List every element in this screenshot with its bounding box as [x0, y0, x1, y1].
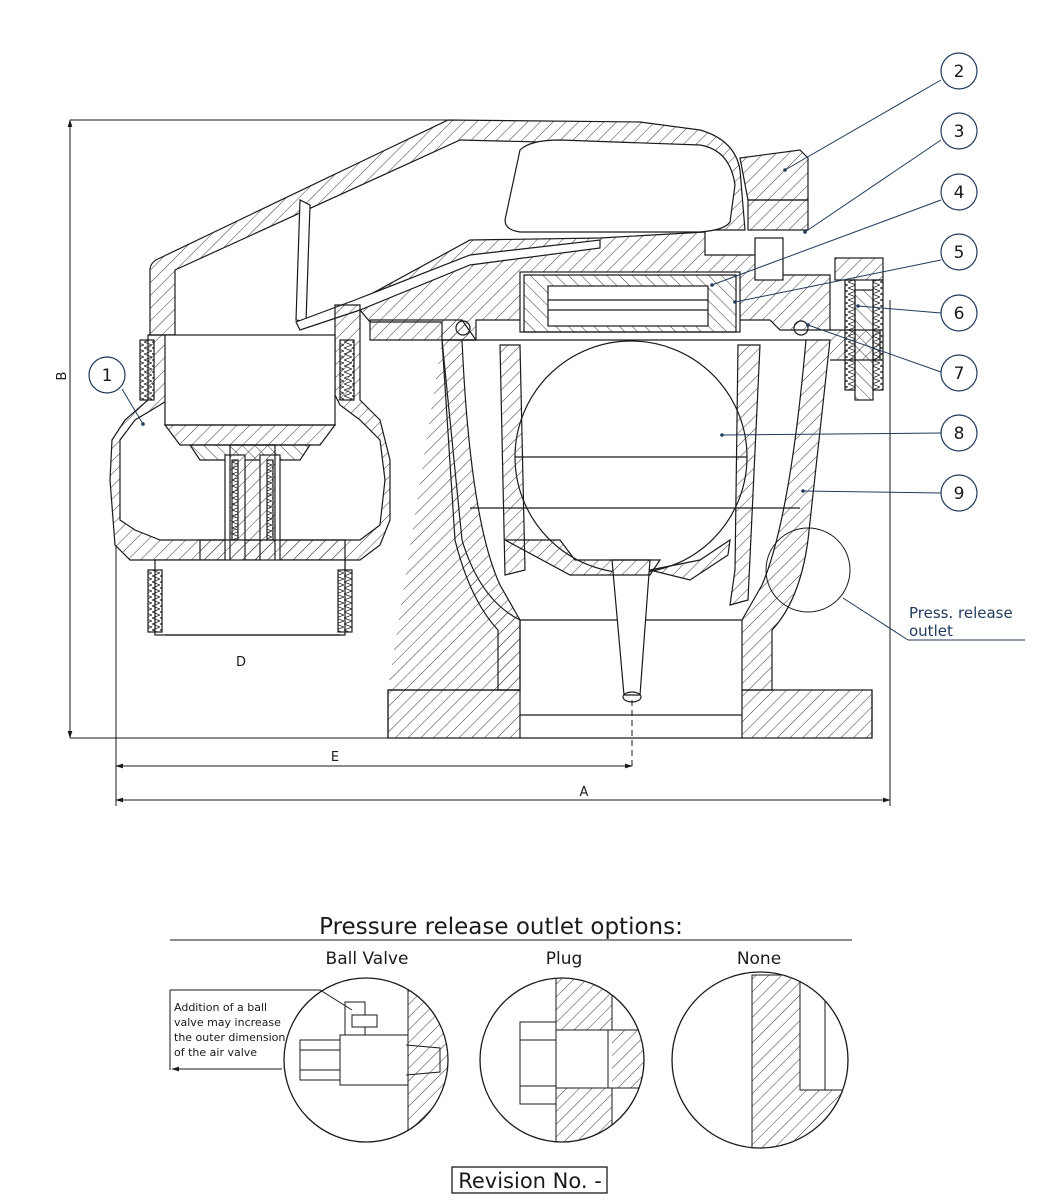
dimension-label-e: E: [331, 750, 339, 765]
ball-valve-note-line2: valve may increase: [174, 1016, 281, 1029]
cover-bolt: [834, 257, 884, 401]
balloon-2: 2: [940, 52, 978, 90]
balloon-8: 8: [940, 414, 978, 452]
balloon-leaders: [121, 79, 1025, 641]
leader-dots: [141, 168, 860, 493]
outlet-note-line1: Press. release: [909, 604, 1013, 622]
outlet-note-line2: outlet: [909, 622, 953, 640]
dimension-label-a: A: [580, 785, 589, 800]
revision-label: Revision No. -: [458, 1169, 602, 1193]
balloon-6-label: 6: [954, 304, 965, 324]
bleed-valve-assembly: [109, 304, 391, 636]
balloon-3-label: 3: [954, 122, 965, 142]
revision-box: [451, 1166, 608, 1194]
options-title: Pressure release outlet options:: [319, 914, 683, 940]
balloon-5: 5: [940, 233, 978, 271]
balloon-2-label: 2: [954, 62, 965, 82]
balloon-6: 6: [940, 294, 978, 332]
balloon-8-label: 8: [954, 424, 965, 444]
balloon-7: 7: [940, 354, 978, 392]
air-valve-section-view: [109, 119, 884, 739]
balloon-1: 1: [88, 356, 126, 394]
balloon-4-label: 4: [954, 183, 965, 203]
ball-cage: [462, 339, 806, 606]
balloon-5-label: 5: [954, 243, 965, 263]
ball-valve-detail: Addition of a ball valve may increase th…: [169, 977, 449, 1143]
balloon-7-label: 7: [954, 364, 965, 384]
lever-handle: [149, 119, 809, 336]
float-ball: [514, 340, 748, 703]
balloon-9: 9: [940, 474, 978, 512]
option-label-plug: Plug: [546, 949, 583, 969]
dimension-label-d: D: [236, 655, 246, 670]
ball-valve-note-line3: the outer dimension: [174, 1031, 285, 1044]
ball-valve-note-line1: Addition of a ball: [174, 1001, 267, 1014]
balloon-9-label: 9: [954, 484, 965, 504]
option-label-ball-valve: Ball Valve: [326, 949, 409, 969]
dimension-label-b: B: [55, 372, 70, 381]
balloon-3: 3: [940, 112, 978, 150]
dimension-lines: [67, 119, 891, 806]
balloon-4: 4: [940, 173, 978, 211]
option-label-none: None: [737, 949, 781, 969]
balloon-1-label: 1: [102, 366, 113, 386]
none-detail: [671, 971, 849, 1149]
valve-cover: [359, 231, 831, 341]
plug-detail: [479, 977, 645, 1143]
ball-valve-note-line4: of the air valve: [174, 1046, 257, 1059]
